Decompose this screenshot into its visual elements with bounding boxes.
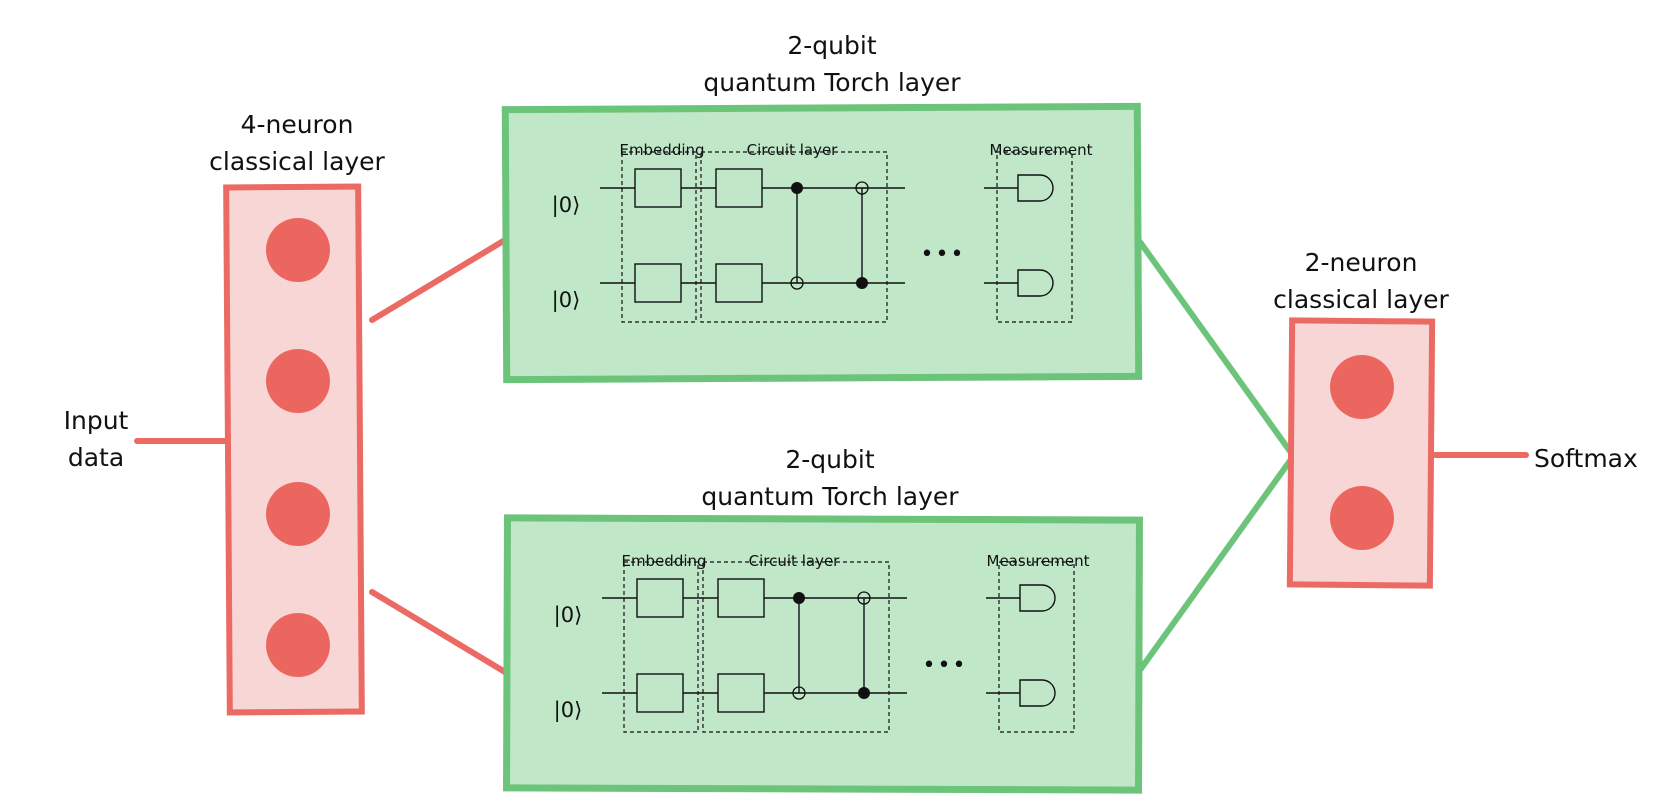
measurement-label: Measurement bbox=[986, 552, 1090, 570]
cnot-control-dot bbox=[858, 687, 870, 699]
circuit-layer-label: Circuit layer bbox=[748, 552, 840, 570]
measurement-meter-icon bbox=[1019, 584, 1056, 612]
qubit-state-label: |0⟩ bbox=[551, 193, 581, 217]
connection-quantum-top-to-classical-2 bbox=[1137, 239, 1295, 457]
quantum-layer-top-title: 2-qubit quantum Torch layer bbox=[682, 27, 982, 101]
measurement-group-box bbox=[996, 151, 1073, 323]
neuron bbox=[266, 482, 330, 546]
classical-layer-1-box bbox=[223, 183, 365, 716]
quantum-layer-bottom-title: 2-qubit quantum Torch layer bbox=[680, 441, 980, 515]
measurement-meter-icon bbox=[1019, 679, 1056, 707]
classical-layer-1-title: 4-neuron classical layer bbox=[197, 106, 397, 180]
quantum-layer-bottom bbox=[503, 514, 1143, 794]
embedding-group-box bbox=[623, 561, 699, 733]
circuit-layer-group-box bbox=[700, 151, 888, 323]
measurement-label: Measurement bbox=[989, 141, 1093, 159]
embedding-group-box bbox=[621, 151, 697, 323]
cnot-control-dot bbox=[856, 277, 868, 289]
quantum-layer-top-title-line1: 2-qubit bbox=[787, 31, 877, 60]
quantum-layer-bottom-title-line1: 2-qubit bbox=[785, 445, 875, 474]
cnot-control-dot bbox=[793, 592, 805, 604]
quantum-layer-top bbox=[501, 102, 1143, 384]
classical-layer-2-title-line1: 2-neuron bbox=[1304, 248, 1418, 277]
classical-layer-2 bbox=[1286, 317, 1436, 589]
neuron bbox=[1330, 355, 1394, 419]
rotation-gate bbox=[715, 263, 763, 303]
classical-layer-2-title: 2-neuron classical layer bbox=[1261, 244, 1461, 318]
embedding-label: Embedding bbox=[621, 552, 707, 570]
classical-layer-1-title-line2: classical layer bbox=[209, 147, 385, 176]
rotation-gate bbox=[715, 168, 763, 208]
rotation-gate bbox=[717, 673, 765, 713]
input-label-line1: Input bbox=[63, 406, 129, 435]
measurement-meter-icon bbox=[1017, 174, 1054, 202]
neuron bbox=[1330, 486, 1394, 550]
qubit-state-label: |0⟩ bbox=[553, 698, 583, 722]
embedding-gate bbox=[634, 168, 682, 208]
ellipsis: ••• bbox=[922, 653, 968, 678]
neuron bbox=[266, 349, 330, 413]
classical-layer-1 bbox=[223, 183, 365, 716]
quantum-layer-top-title-line2: quantum Torch layer bbox=[703, 68, 961, 97]
classical-layer-2-box bbox=[1286, 317, 1436, 589]
connection-quantum-bottom-to-classical-2 bbox=[1137, 455, 1295, 673]
connection-classical-to-quantum-top bbox=[369, 237, 508, 323]
classical-layer-2-title-line2: classical layer bbox=[1273, 285, 1449, 314]
output-label: Softmax bbox=[1534, 444, 1638, 473]
qubit-state-label: |0⟩ bbox=[551, 288, 581, 312]
embedding-gate bbox=[636, 578, 684, 618]
classical-layer-1-title-line1: 4-neuron bbox=[240, 110, 354, 139]
rotation-gate bbox=[717, 578, 765, 618]
ellipsis: ••• bbox=[920, 242, 966, 267]
circuit-layer-group-box bbox=[702, 561, 890, 733]
circuit-layer-label: Circuit layer bbox=[746, 141, 838, 159]
quantum-layer-bottom-title-line2: quantum Torch layer bbox=[701, 482, 959, 511]
neuron bbox=[266, 613, 330, 677]
input-label: Input data bbox=[55, 402, 137, 476]
input-label-line2: data bbox=[67, 443, 125, 472]
embedding-gate bbox=[636, 673, 684, 713]
measurement-meter-icon bbox=[1017, 269, 1054, 297]
neuron bbox=[266, 218, 330, 282]
measurement-group-box bbox=[998, 561, 1075, 733]
embedding-gate bbox=[634, 263, 682, 303]
embedding-label: Embedding bbox=[619, 141, 705, 159]
cnot-control-dot bbox=[791, 182, 803, 194]
qubit-state-label: |0⟩ bbox=[553, 603, 583, 627]
connection-classical-to-quantum-bottom bbox=[369, 589, 508, 675]
